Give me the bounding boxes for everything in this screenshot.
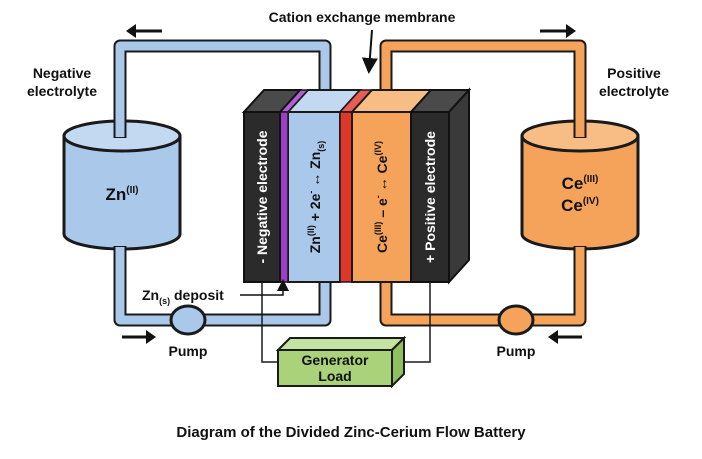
flow-cell: - Negative electrode + Positive electrod… [241, 87, 472, 285]
positive-electrode-label: + Positive electrode [422, 131, 438, 263]
positive-electrode [410, 111, 450, 283]
pump-right-label: Pump [497, 343, 536, 359]
positive-electrolyte-label-2: electrolyte [599, 83, 669, 99]
negative-half-reaction: Zn(II) + 2e- ↔ Zn(s) [306, 141, 326, 254]
pump-left [169, 304, 207, 336]
positive-electrolyte-tank: Ce(III) Ce(IV) [520, 119, 640, 263]
external-circuit-wires [261, 282, 431, 363]
tank-left-species: Zn(II) [106, 185, 139, 204]
negative-pipe-loop [113, 39, 332, 327]
positive-pipe-loop [379, 39, 587, 327]
generator-label: Generator [302, 352, 369, 368]
negative-electrolyte-label-2: electrolyte [27, 83, 97, 99]
cation-exchange-membrane [339, 111, 353, 283]
negative-electrode-label: - Negative electrode [254, 130, 270, 263]
negative-electrolyte-label-1: Negative [33, 65, 92, 81]
flow-arrows [122, 24, 582, 344]
pump-left-label: Pump [169, 343, 208, 359]
generator-load: Generator Load [275, 335, 407, 389]
pump-right [497, 304, 535, 336]
tank-right-species-1: Ce(III) [562, 174, 599, 193]
diagram-caption: Diagram of the Divided Zinc-Cerium Flow … [176, 424, 526, 441]
positive-electrolyte-label-1: Positive [607, 65, 661, 81]
negative-electrolyte-tank: Zn(II) [62, 119, 182, 263]
tank-right-species-2: Ce(IV) [561, 196, 599, 215]
load-label: Load [318, 368, 351, 384]
zinc-deposit-pointer [240, 279, 289, 296]
zinc-deposit-label: Zn(s) deposit [142, 287, 224, 306]
zinc-deposit-layer [279, 111, 289, 283]
membrane-label: Cation exchange membrane [269, 9, 456, 25]
positive-half-reaction: Ce(III) – e- ↔ Ce(IV) [373, 141, 390, 253]
membrane-pointer-arrow [361, 29, 378, 74]
